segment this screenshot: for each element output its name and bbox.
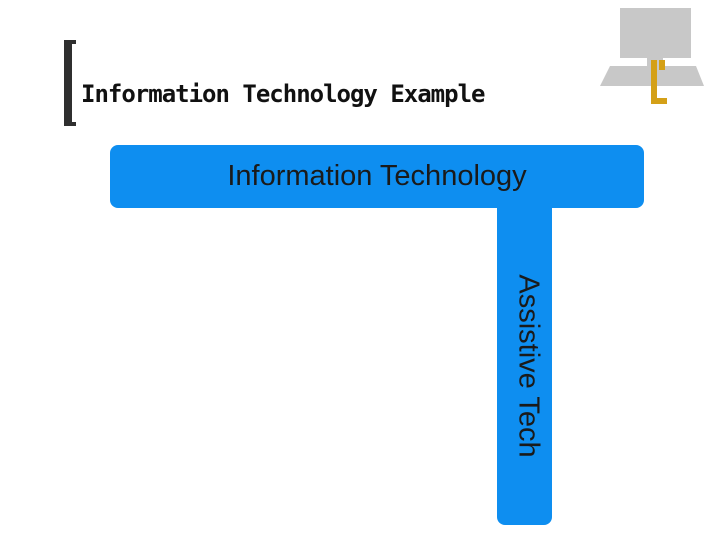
- information-technology-label: Information Technology: [227, 160, 527, 192]
- title-bracket: [64, 40, 76, 126]
- assistive-tech-label: Assistive Tech: [512, 274, 545, 458]
- computer-icon: [600, 8, 704, 104]
- assistive-tech-box: [497, 207, 552, 525]
- information-technology-box: Information Technology: [110, 145, 644, 208]
- slide-title: Information Technology Example: [81, 80, 485, 108]
